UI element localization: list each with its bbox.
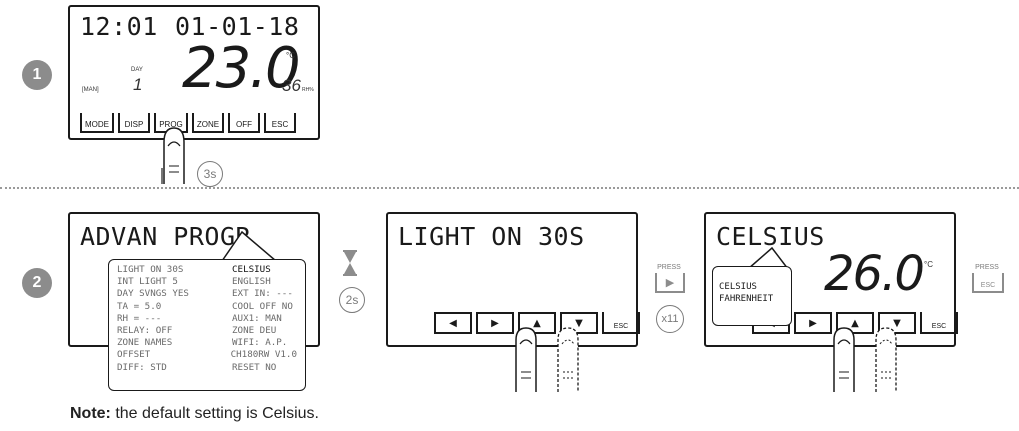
date: 01-01-18 [175,12,300,41]
disp-button[interactable]: DISP [118,113,150,133]
right-arrow-key[interactable]: ▶ [476,312,514,334]
note-label: Note: [70,405,111,422]
step-1-badge: 1 [22,60,52,90]
preview-temperature-unit: °C [924,260,933,269]
right-arrow-icon: ▶ [491,317,499,329]
menu-item-right: AUX1: MAN [232,312,282,324]
down-arrow-key[interactable]: ▼ [878,312,916,334]
menu-item-left: DIFF: STD [117,361,167,373]
menu-item-left: RELAY: OFF [117,325,173,337]
preview-temperature: 26.0 [824,246,925,302]
menu-row[interactable]: DAY SVNGS YES EXT IN: --- [117,288,297,300]
finger-press-icon [515,327,537,392]
menu-item-right: COOL OFF NO [232,300,293,312]
option-fahrenheit[interactable]: FAHRENHEIT [719,294,774,304]
day-value: 1 [133,75,143,94]
step-2-badge: 2 [22,268,52,298]
esc-key[interactable]: ESC [602,312,640,334]
menu-item-right: EXT IN: --- [232,288,293,300]
finger-press-icon [161,127,185,184]
humidity-unit: RH% [302,87,314,93]
right-arrow-icon: ▶ [665,275,675,289]
menu-item-left: RH = --- [117,312,162,324]
press-esc-key: ESC [972,273,1004,293]
down-arrow-icon: ▼ [893,317,901,329]
down-arrow-key[interactable]: ▼ [560,312,598,334]
softkey-row: MODE DISP PROG ZONE OFF ESC [80,113,296,133]
menu-row[interactable]: OFFSET CH180RW V1.0 [117,349,297,361]
wait-duration-badge: 2s [339,287,365,313]
menu-row[interactable]: INT LIGHT 5 ENGLISH [117,276,297,288]
up-arrow-icon: ▲ [533,317,541,329]
menu-row[interactable]: TA = 5.0 COOL OFF NO [117,301,297,313]
menu-item-left: INT LIGHT 5 [117,276,178,288]
note-text: the default setting is Celsius. [110,405,319,422]
callout-pointer [747,246,789,270]
menu-item-right: CH180RW V1.0 [230,349,297,361]
temperature-unit-options: CELSIUS FAHRENHEIT [712,266,792,326]
finger-alternative-icon [875,327,897,392]
mode-indicator: [MAN] [82,87,99,93]
hold-duration-badge: 3s [197,161,223,187]
thermostat-display-light-setting: LIGHT ON 30S ◀ ▶ ▲ ▼ ESC [386,212,640,347]
menu-item-right: CELSIUS [232,264,271,275]
press-right-key: ▶ [655,273,685,293]
menu-item-left: ZONE NAMES [117,337,173,349]
finger-alternative-icon [557,327,579,392]
footnote: Note: the default setting is Celsius. [70,405,319,423]
up-arrow-key[interactable]: ▲ [836,312,874,334]
section-divider [0,187,1019,189]
thermostat-display-home: 12:01 01-01-18 DAY 1 [MAN] 23.0 °C 36 RH… [68,5,320,140]
advanced-menu-title: ADVAN PROGR [80,222,252,251]
menu-item-right: WIFI: A.P. [232,337,288,349]
press-label: PRESS [657,264,681,271]
zone-button[interactable]: ZONE [192,113,224,133]
menu-row[interactable]: LIGHT ON 30S CELSIUS [117,264,297,276]
humidity-value: 36 [282,76,301,95]
menu-item-left: OFFSET [117,349,151,361]
room-temperature: 23.0 [182,36,301,101]
navigation-keys: ◀ ▶ ▲ ▼ ESC [752,312,958,334]
right-arrow-icon: ▶ [809,317,817,329]
left-arrow-icon: ◀ [449,317,457,329]
menu-item-left: DAY SVNGS YES [117,288,189,300]
menu-item-left: LIGHT ON 30S [117,264,184,275]
menu-item-right: ENGLISH [232,276,271,288]
right-arrow-key[interactable]: ▶ [794,312,832,334]
menu-row[interactable]: DIFF: STD RESET NO [117,362,297,374]
navigation-keys: ◀ ▶ ▲ ▼ ESC [434,312,640,334]
menu-row[interactable]: RH = --- AUX1: MAN [117,313,297,325]
esc-key[interactable]: ESC [920,312,958,334]
callout-pointer [221,230,277,262]
clock-time: 12:01 [80,12,158,41]
up-arrow-key[interactable]: ▲ [518,312,556,334]
menu-item-left: TA = 5.0 [117,300,162,312]
menu-item-right: RESET NO [232,361,277,373]
option-celsius[interactable]: CELSIUS [719,282,757,292]
day-label: DAY [131,67,143,73]
esc-button[interactable]: ESC [264,113,296,133]
current-setting-title: LIGHT ON 30S [398,222,585,251]
repeat-count-badge: x11 [656,305,684,333]
menu-item-right: ZONE DEU [232,325,277,337]
mode-button[interactable]: MODE [80,113,114,133]
press-label: PRESS [975,264,999,271]
up-arrow-icon: ▲ [851,317,859,329]
finger-press-icon [833,327,855,392]
hourglass-icon [343,250,357,276]
unit-setting-title: CELSIUS [716,222,825,251]
down-arrow-icon: ▼ [575,317,583,329]
off-button[interactable]: OFF [228,113,260,133]
temperature-unit: °C [286,51,295,60]
left-arrow-key[interactable]: ◀ [434,312,472,334]
menu-row[interactable]: RELAY: OFF ZONE DEU [117,325,297,337]
menu-row[interactable]: ZONE NAMES WIFI: A.P. [117,337,297,349]
